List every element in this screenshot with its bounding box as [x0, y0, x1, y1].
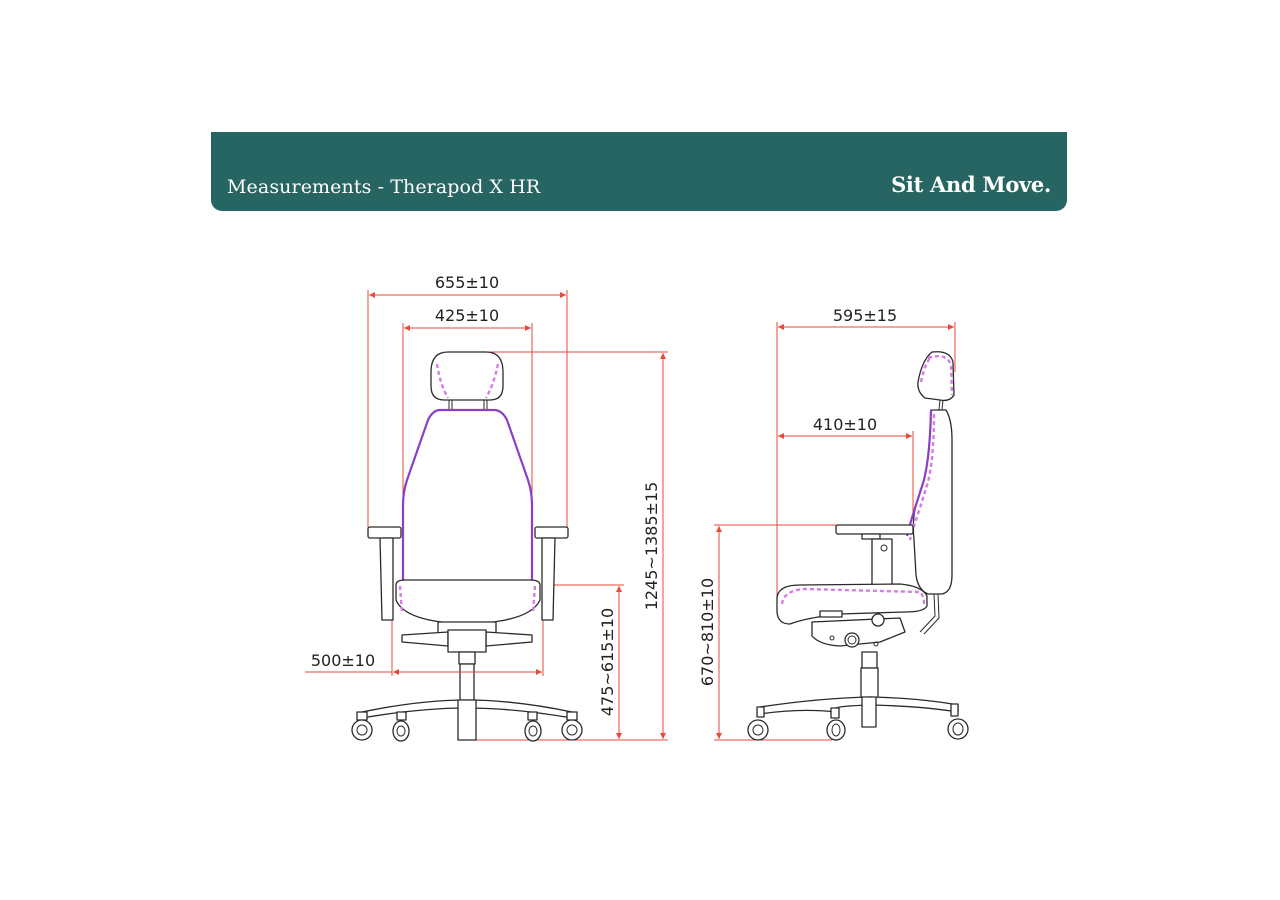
brand-slogan: Sit And Move.: [891, 172, 1051, 197]
dim-overall-depth: 595±15: [778, 306, 954, 330]
svg-text:670~810±10: 670~810±10: [698, 578, 717, 686]
dim-armrest-height: 670~810±10: [698, 526, 722, 739]
svg-text:500±10: 500±10: [311, 651, 375, 670]
dim-overall-width: 655±10: [369, 273, 566, 298]
dim-seat-width: 500±10: [305, 651, 542, 675]
dim-overall-height: 1245~1385±15: [642, 353, 666, 739]
side-view: 595±15 410±10 670~810±10: [698, 306, 969, 741]
dim-backrest-width: 425±10: [404, 306, 531, 331]
dim-seat-height: 475~615±10: [598, 586, 622, 739]
svg-text:410±10: 410±10: [813, 415, 877, 434]
svg-text:425±10: 425±10: [435, 306, 499, 325]
dim-seat-depth: 410±10: [778, 415, 912, 439]
front-view: 655±10 425±10 500±10 1245~1385±15 475~61…: [305, 273, 668, 742]
page-header: Measurements - Therapod X HR Sit And Mov…: [211, 132, 1067, 211]
svg-text:595±15: 595±15: [833, 306, 897, 325]
page-title: Measurements - Therapod X HR: [227, 176, 541, 198]
svg-text:475~615±10: 475~615±10: [598, 608, 617, 716]
svg-text:1245~1385±15: 1245~1385±15: [642, 482, 661, 611]
front-extension-lines: [367, 290, 668, 741]
side-extension-lines: [714, 322, 956, 741]
side-chair-drawing: [747, 351, 969, 741]
svg-text:655±10: 655±10: [435, 273, 499, 292]
front-chair-drawing: [351, 351, 583, 742]
